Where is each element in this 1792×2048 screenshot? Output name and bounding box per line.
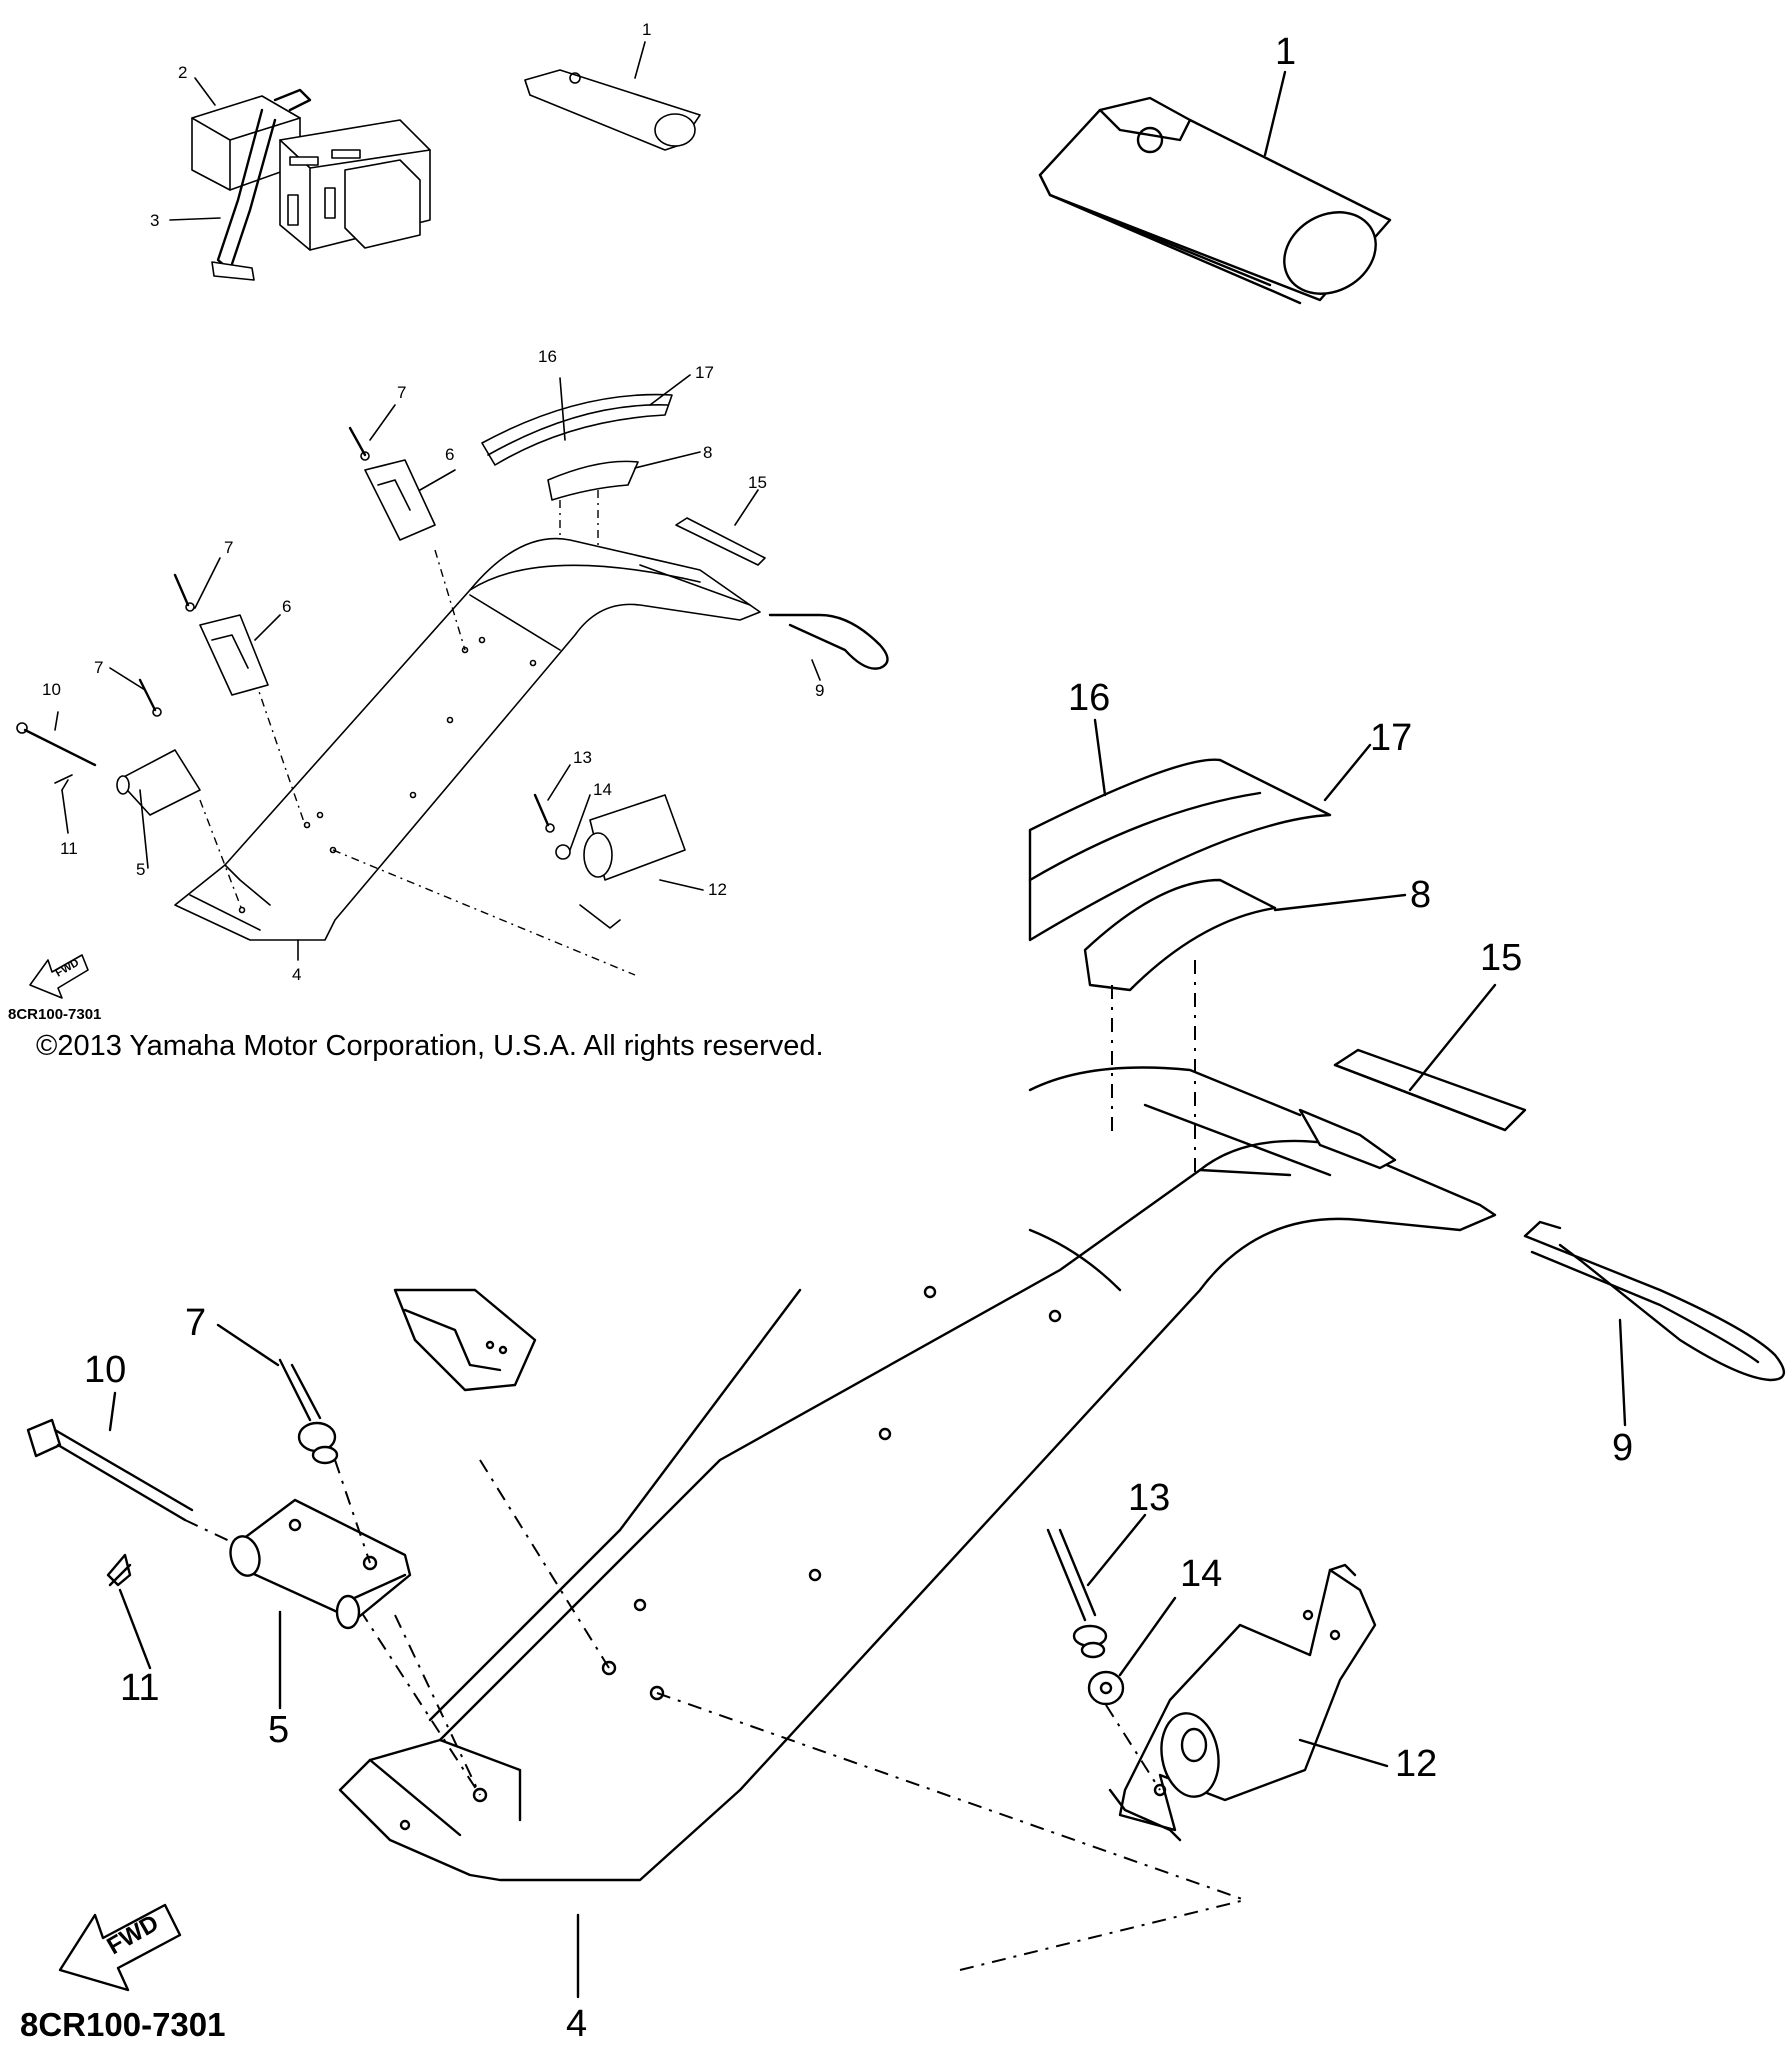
detail-callouts: 1 16 17 8 15 9 7 10 11 5 13 14 12 4 — [84, 31, 1633, 2045]
callout-6-small-a: 6 — [445, 445, 454, 464]
callout-14: 14 — [1180, 1553, 1222, 1595]
callout-16-small: 16 — [538, 347, 557, 366]
fender-large-drawing — [338, 1066, 1497, 1971]
callout-1-small: 1 — [642, 20, 651, 39]
callout-4-small: 4 — [292, 965, 301, 984]
pouch-small-drawing — [524, 69, 701, 151]
callout-15-small: 15 — [748, 473, 767, 492]
callout-13-small: 13 — [573, 748, 592, 767]
strip-large-drawing — [1333, 1048, 1527, 1132]
overview-diagram: 1 2 3 16 17 7 6 8 15 7 6 9 7 10 11 5 13 … — [8, 20, 889, 1023]
callout-13: 13 — [1128, 1477, 1170, 1519]
callout-17-small: 17 — [695, 363, 714, 382]
hinge-5-large-drawing — [229, 1459, 481, 1796]
part-code-small: 8CR100-7301 — [8, 1006, 101, 1023]
callout-8: 8 — [1410, 874, 1431, 916]
copyright-notice: ©2013 Yamaha Motor Corporation, U.S.A. A… — [36, 1030, 824, 1062]
callout-3-small: 3 — [150, 211, 159, 230]
fwd-arrow-large: FWD — [58, 1903, 182, 1992]
screw-7-large-drawing — [278, 1358, 339, 1465]
callout-12-small: 12 — [708, 880, 727, 899]
callout-6-small-b: 6 — [282, 597, 291, 616]
callout-7-small-a: 7 — [397, 383, 406, 402]
callout-11: 11 — [120, 1667, 159, 1709]
callout-10: 10 — [84, 1349, 126, 1391]
handle-small-drawing — [768, 613, 889, 670]
callout-4: 4 — [566, 2003, 587, 2045]
part-code-large: 8CR100-7301 — [20, 2006, 225, 2043]
callout-2-small: 2 — [178, 63, 187, 82]
hinge-small-drawing — [16, 722, 201, 816]
bolt-10-large-drawing — [26, 1418, 241, 1547]
detail-diagram: 1 16 17 8 15 9 7 10 11 5 13 14 12 4 FWD … — [20, 31, 1785, 2045]
labels-small-drawing — [481, 393, 673, 580]
callout-17: 17 — [1370, 717, 1412, 759]
callout-5-small: 5 — [136, 860, 145, 879]
fender-small-drawing — [174, 537, 761, 976]
clip-small-drawing — [533, 793, 686, 929]
callout-14-small: 14 — [593, 780, 612, 799]
battery-box-drawing — [191, 88, 431, 281]
pin-11-large-drawing — [106, 1553, 132, 1587]
fwd-arrow-small: FWD — [29, 954, 89, 999]
callout-7-small-b: 7 — [224, 538, 233, 557]
callout-15: 15 — [1480, 937, 1522, 979]
handle-large-drawing — [1523, 1220, 1785, 1382]
callout-8-small: 8 — [703, 443, 712, 462]
pouch-large-drawing — [1038, 96, 1392, 305]
strip-small-drawing — [675, 517, 766, 566]
callout-1: 1 — [1275, 31, 1296, 73]
overview-callouts: 1 2 3 16 17 7 6 8 15 7 6 9 7 10 11 5 13 … — [42, 20, 824, 984]
overview-leader-lines — [54, 41, 821, 961]
callout-10-small: 10 — [42, 680, 61, 699]
callout-7: 7 — [185, 1302, 206, 1344]
handle-large-inner — [1530, 1250, 1760, 1364]
labels-large-drawing — [1028, 758, 1332, 1180]
clip-12-large-drawing — [1105, 1563, 1377, 1842]
strip-large-edge — [1333, 1063, 1507, 1132]
bracket-large-drawing — [393, 1288, 537, 1392]
callout-16: 16 — [1068, 677, 1110, 719]
callout-9-small: 9 — [815, 681, 824, 700]
detail-leader-lines — [108, 70, 1627, 1999]
callout-7-small-c: 7 — [94, 658, 103, 677]
screw-13-large-drawing — [1046, 1528, 1108, 1659]
callout-12: 12 — [1395, 1743, 1437, 1785]
callout-5: 5 — [268, 1709, 289, 1751]
brackets-small-drawing — [138, 426, 436, 717]
callout-9: 9 — [1612, 1427, 1633, 1469]
callout-11-small: 11 — [60, 839, 78, 858]
washer-14-large-drawing — [1087, 1670, 1125, 1706]
